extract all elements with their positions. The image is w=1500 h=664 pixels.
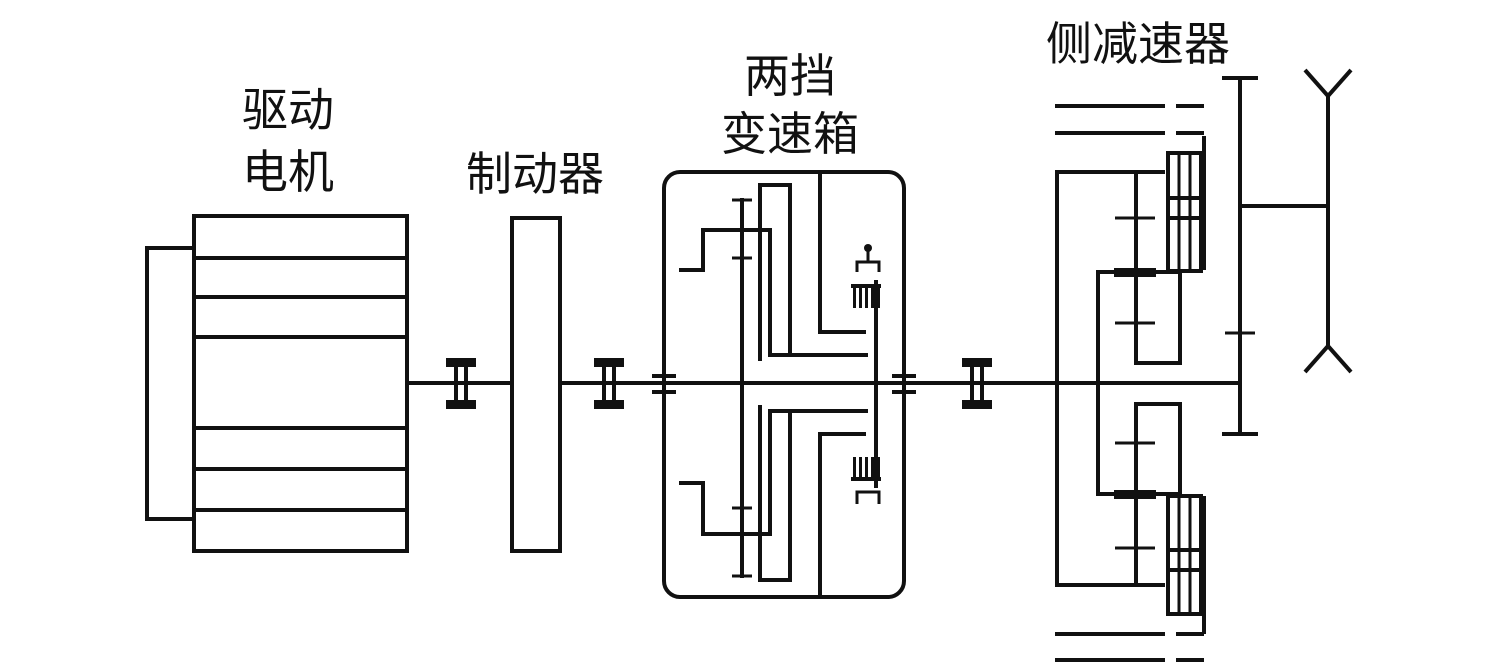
gearbox-label-line1: 两挡 — [744, 49, 836, 103]
two-speed-gearbox — [652, 170, 916, 599]
side-reducer — [1055, 104, 1206, 662]
gearbox-label-line2: 变速箱 — [721, 107, 859, 161]
output-shaft — [1222, 76, 1328, 436]
coupling-1 — [446, 358, 476, 409]
side-reducer-label: 侧减速器 — [1046, 17, 1230, 71]
brake-label: 制动器 — [466, 147, 604, 201]
coupling-3 — [962, 358, 992, 409]
brake-disc — [510, 216, 562, 553]
motor-label-line2: 电机 — [242, 145, 334, 199]
motor-label-line1: 驱动 — [242, 83, 334, 137]
drive-motor — [145, 214, 409, 553]
wheel-symbol — [1303, 68, 1353, 374]
coupling-2 — [594, 358, 624, 409]
